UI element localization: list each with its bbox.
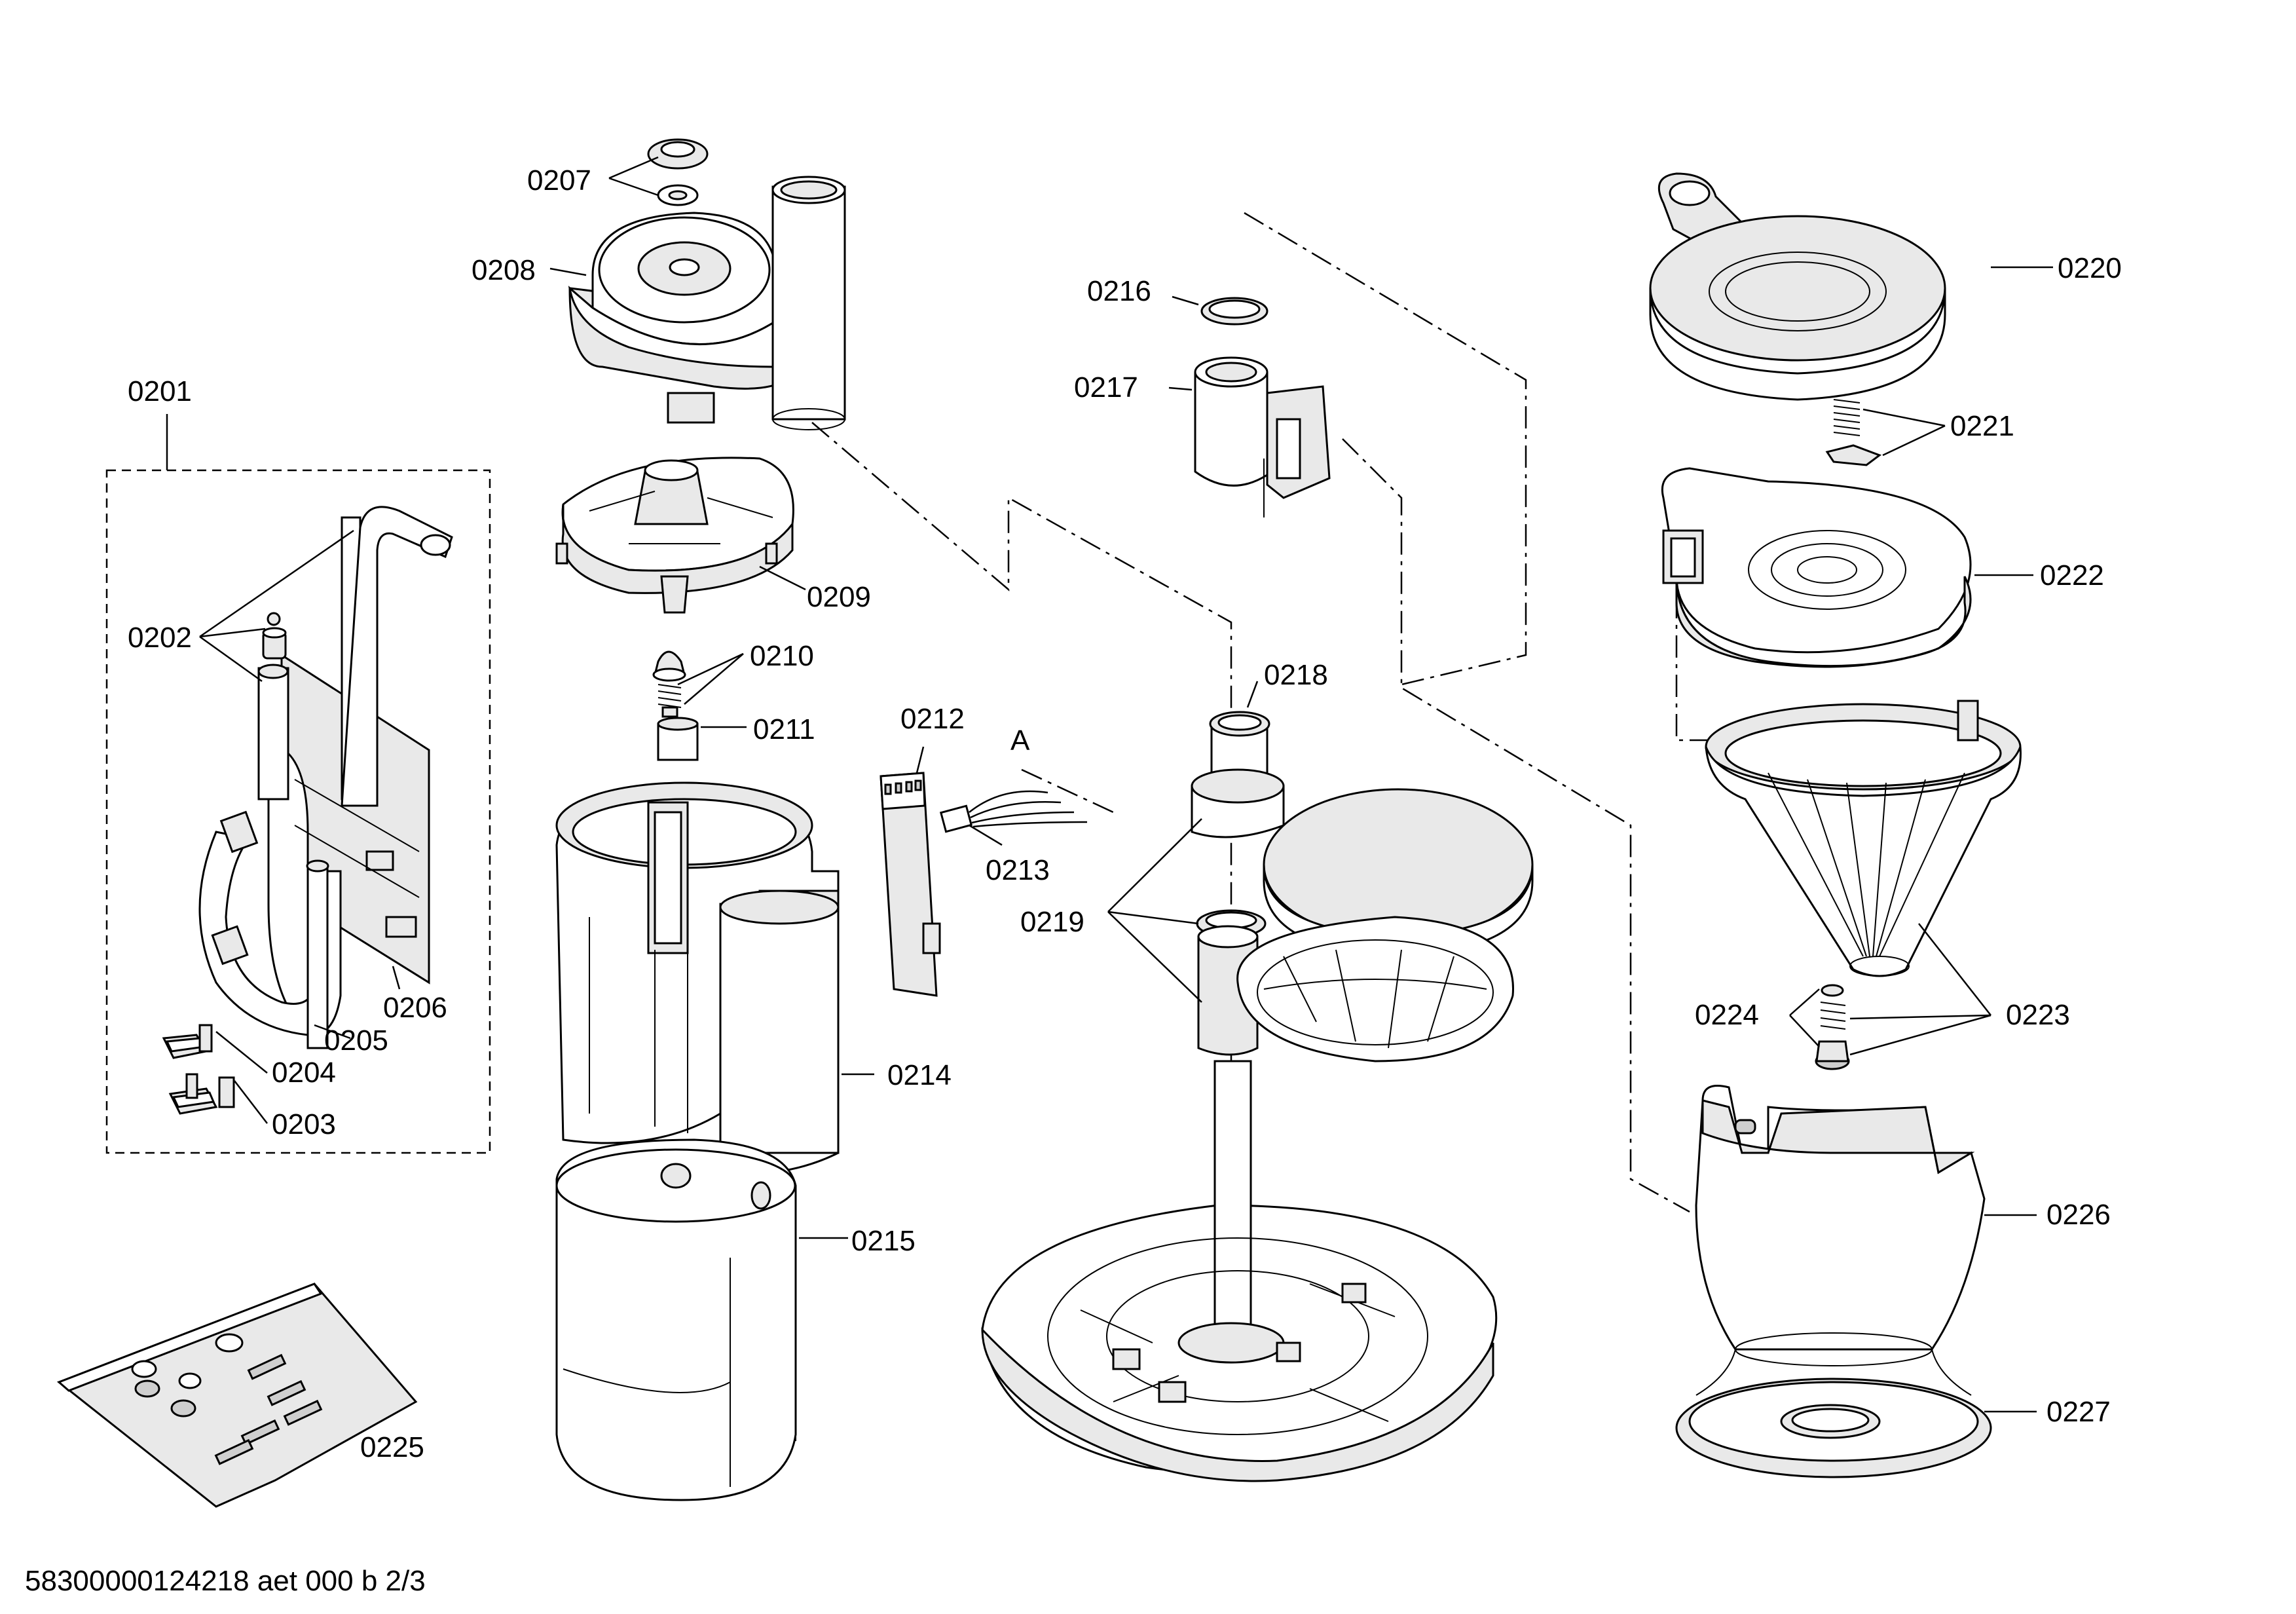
label-0212: 0212 bbox=[900, 703, 965, 735]
label-0227: 0227 bbox=[2046, 1396, 2111, 1428]
group-box-0201 bbox=[105, 469, 491, 1154]
label-0221: 0221 bbox=[1950, 410, 2014, 442]
part-valve-0210 bbox=[652, 650, 686, 718]
part-filter-cone-0223 bbox=[1705, 700, 2022, 977]
part-labels: 0201 0202 0203 0204 0205 0206 0207 0208 … bbox=[128, 164, 2122, 1463]
part-cable-0213 bbox=[939, 768, 1114, 833]
label-0207: 0207 bbox=[527, 164, 591, 197]
part-lid-0220 bbox=[1649, 172, 1946, 401]
label-0216: 0216 bbox=[1087, 275, 1151, 307]
part-outlet-0218 bbox=[1209, 711, 1270, 781]
part-heating-assembly bbox=[198, 506, 453, 1049]
label-0205: 0205 bbox=[324, 1024, 388, 1057]
part-thermostat-0203 bbox=[168, 1073, 235, 1115]
part-plate-0209 bbox=[555, 457, 794, 614]
part-thermostat-0204 bbox=[162, 1024, 213, 1059]
label-0223: 0223 bbox=[2006, 999, 2070, 1031]
part-housing-0214 bbox=[555, 781, 840, 1175]
part-base bbox=[981, 1060, 1498, 1482]
part-holder-0217 bbox=[1194, 356, 1331, 517]
label-0202: 0202 bbox=[128, 622, 192, 654]
label-0208: 0208 bbox=[472, 254, 536, 286]
part-tank-0215 bbox=[555, 1138, 797, 1501]
part-valve-body-0211 bbox=[657, 717, 699, 761]
label-0209: 0209 bbox=[807, 581, 871, 613]
label-0218: 0218 bbox=[1264, 659, 1328, 691]
document-id: 58300000124218 aet 000 b 2/3 bbox=[25, 1565, 426, 1597]
label-0210: 0210 bbox=[750, 640, 814, 672]
label-0222: 0222 bbox=[2040, 559, 2104, 591]
part-pcb-0212 bbox=[880, 772, 941, 997]
label-0215: 0215 bbox=[851, 1225, 916, 1257]
leader-lines bbox=[166, 156, 2053, 1413]
label-0217: 0217 bbox=[1074, 371, 1138, 404]
part-screw-bag-0225 bbox=[57, 1283, 418, 1508]
part-carafe-0226 bbox=[1695, 1085, 1986, 1366]
label-0214: 0214 bbox=[887, 1059, 952, 1091]
label-0219: 0219 bbox=[1020, 906, 1084, 938]
label-0225: 0225 bbox=[360, 1431, 424, 1463]
part-spring-0221 bbox=[1825, 399, 1882, 466]
label-0204: 0204 bbox=[272, 1057, 336, 1089]
label-0201: 0201 bbox=[128, 375, 192, 407]
part-ring-0216 bbox=[1200, 297, 1268, 326]
part-plate-assembly-0219 bbox=[1191, 768, 1534, 1062]
label-0206: 0206 bbox=[383, 992, 447, 1024]
label-0220: 0220 bbox=[2058, 252, 2122, 284]
part-top-cover-0208 bbox=[568, 176, 846, 430]
label-0213: 0213 bbox=[986, 854, 1050, 886]
label-0203: 0203 bbox=[272, 1108, 336, 1140]
label-0226: 0226 bbox=[2046, 1199, 2111, 1231]
label-0224: 0224 bbox=[1695, 999, 1759, 1031]
part-drip-stop-0224 bbox=[1815, 984, 1850, 1070]
part-carafe-foot-0227 bbox=[1675, 1349, 1992, 1478]
label-connector-a: A bbox=[1010, 724, 1030, 757]
part-filter-holder-0222 bbox=[1661, 467, 1972, 668]
label-0211: 0211 bbox=[753, 713, 815, 745]
